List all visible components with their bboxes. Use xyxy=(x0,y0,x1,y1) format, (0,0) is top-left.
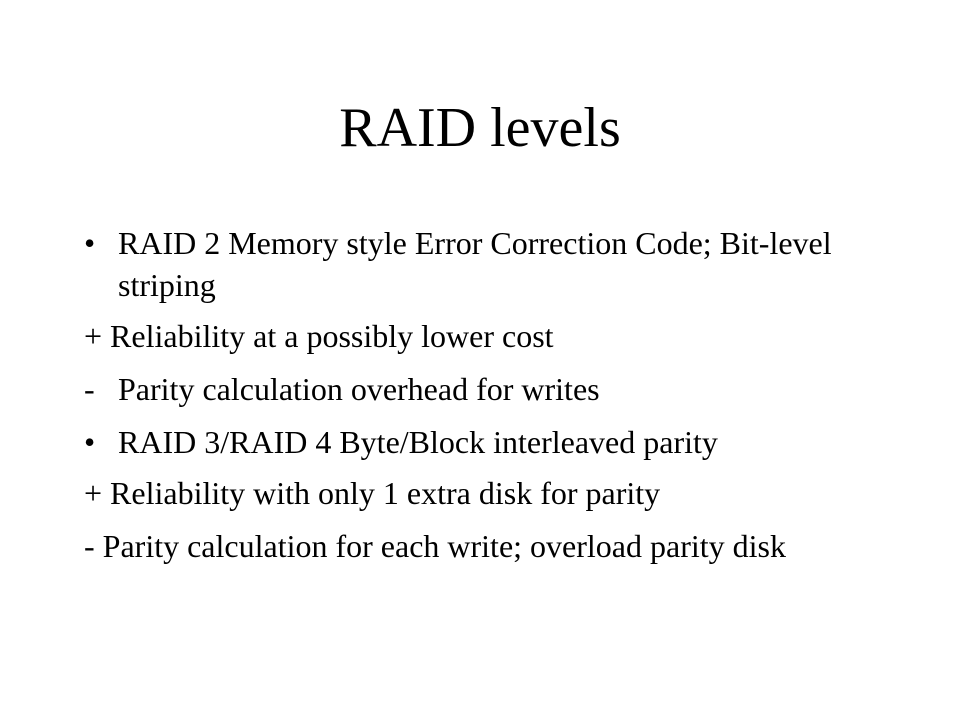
list-item: - Parity calculation overhead for writes xyxy=(84,368,884,410)
bullet-marker: • xyxy=(84,225,96,261)
list-item-text: + Reliability at a possibly lower cost xyxy=(84,318,554,354)
list-item-text: + Reliability with only 1 extra disk for… xyxy=(84,475,661,511)
bullet-marker: • xyxy=(84,424,96,460)
list-item-text: RAID 3/RAID 4 Byte/Block interleaved par… xyxy=(118,424,718,460)
list-item-text: RAID 2 Memory style Error Correction Cod… xyxy=(118,225,832,303)
list-item: • RAID 2 Memory style Error Correction C… xyxy=(84,222,884,306)
bullet-list: • RAID 2 Memory style Error Correction C… xyxy=(84,222,884,567)
list-item-text: - Parity calculation for each write; ove… xyxy=(84,528,786,564)
list-item-text: Parity calculation overhead for writes xyxy=(118,371,600,407)
list-item: • RAID 3/RAID 4 Byte/Block interleaved p… xyxy=(84,421,884,463)
list-item: + Reliability with only 1 extra disk for… xyxy=(84,472,884,514)
slide-title: RAID levels xyxy=(339,97,621,159)
list-item: - Parity calculation for each write; ove… xyxy=(84,525,884,567)
dash-marker: - xyxy=(84,371,95,407)
list-item: + Reliability at a possibly lower cost xyxy=(84,315,884,357)
